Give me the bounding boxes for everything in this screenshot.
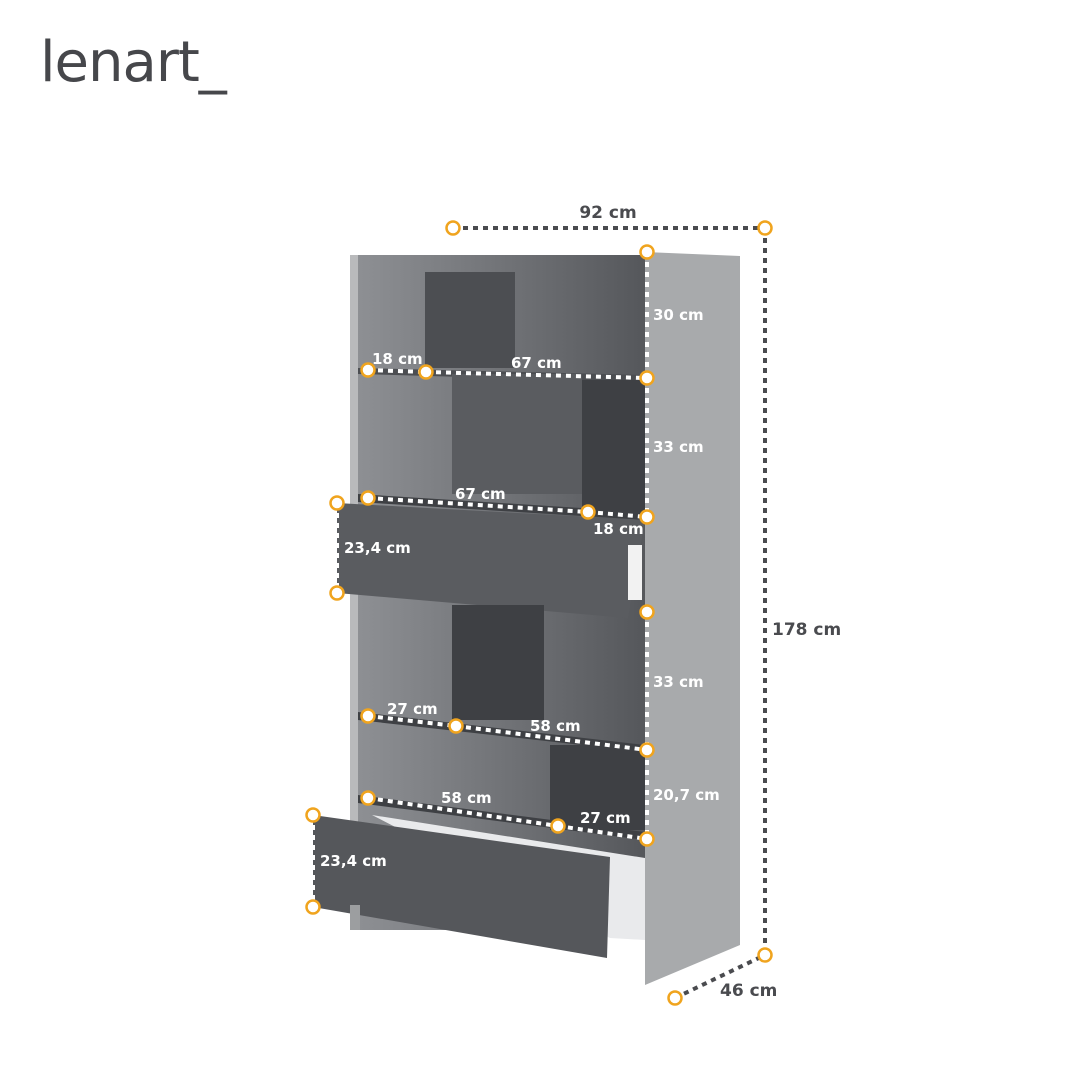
shelf4-right-dimension-line: [557, 824, 648, 841]
width-label: 92 cm: [579, 203, 636, 223]
shelf2-right-label: 18 cm: [593, 520, 644, 538]
shelf2-left-label: 67 cm: [455, 485, 506, 503]
drawer-lower: [313, 815, 610, 958]
dimension-marker-icon: [305, 899, 321, 915]
bookcase: [313, 252, 740, 985]
dimension-marker-icon: [639, 244, 655, 260]
dimension-marker-icon: [757, 220, 773, 236]
drawer-upper: [337, 503, 645, 618]
dimension-marker-icon: [305, 807, 321, 823]
right-side-panel: [645, 252, 740, 985]
drawer-lower-label: 23,4 cm: [320, 852, 387, 870]
dimension-marker-icon: [757, 947, 773, 963]
plinth: [350, 905, 360, 930]
shelf4-left-label: 58 cm: [441, 789, 492, 807]
dimension-marker-icon: [639, 742, 655, 758]
shelf3-left-dimension-line: [367, 714, 457, 728]
dimension-marker-icon: [639, 509, 655, 525]
height-label: 178 cm: [772, 620, 841, 640]
depth-label: 46 cm: [720, 981, 777, 1001]
shelf4-left-dimension-line: [367, 796, 559, 828]
dimension-marker-icon: [329, 495, 345, 511]
dimension-marker-icon: [448, 718, 464, 734]
shelf2-left-dimension-line: [367, 496, 589, 514]
shelf3-right-label: 58 cm: [530, 717, 581, 735]
dimension-marker-icon: [639, 370, 655, 386]
dimension-lines: [305, 220, 773, 1006]
dimension-marker-icon: [329, 585, 345, 601]
shelf1-left-label: 18 cm: [372, 350, 423, 368]
shelf4-right-label: 27 cm: [580, 809, 631, 827]
top-cube: [425, 272, 515, 368]
depth-dimension-line: [674, 953, 766, 1000]
second-compartment-label: 33 cm: [653, 438, 704, 456]
divider-4: [550, 745, 645, 830]
bottom-compartment-label: 20,7 cm: [653, 786, 720, 804]
dimension-marker-icon: [445, 220, 461, 236]
dimension-marker-icon: [667, 990, 683, 1006]
dimension-marker-icon: [360, 362, 376, 378]
dimension-marker-icon: [360, 708, 376, 724]
drawer-upper-side: [628, 545, 642, 600]
dimension-marker-icon: [550, 818, 566, 834]
divider-3: [452, 605, 544, 720]
side-box-2: [582, 380, 645, 515]
dimension-marker-icon: [418, 364, 434, 380]
top-compartment-label: 30 cm: [653, 306, 704, 324]
brand-logo: lenart_: [40, 30, 227, 95]
dimension-marker-icon: [639, 604, 655, 620]
drawer-upper-label: 23,4 cm: [344, 539, 411, 557]
divider-2: [452, 374, 582, 494]
dimension-marker-icon: [580, 504, 596, 520]
dimension-marker-icon: [360, 490, 376, 506]
shelf3-left-label: 27 cm: [387, 700, 438, 718]
dimension-marker-icon: [639, 831, 655, 847]
shelf3-right-dimension-line: [455, 724, 648, 752]
shelf1-right-dimension-line: [425, 370, 648, 380]
third-compartment-label: 33 cm: [653, 673, 704, 691]
dimension-marker-icon: [360, 790, 376, 806]
shelf1-right-label: 67 cm: [511, 354, 562, 372]
dimension-labels: 92 cm 178 cm 46 cm 30 cm 33 cm 33 cm 20,…: [320, 203, 841, 1001]
